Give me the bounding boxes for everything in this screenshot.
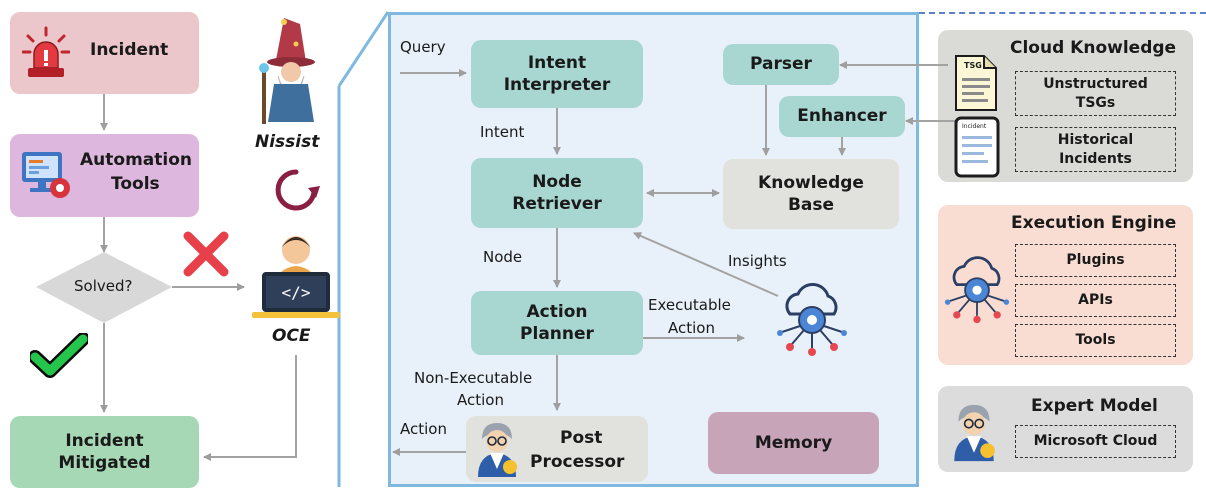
- cross-mark-icon: [182, 230, 230, 278]
- apis-label: APIs: [1078, 292, 1113, 309]
- plugins-item[interactable]: Plugins: [1015, 244, 1176, 277]
- unstructured-line1: Unstructured: [1043, 76, 1148, 93]
- microsoft-cloud-label: Microsoft Cloud: [1033, 433, 1158, 450]
- historical-incidents-item[interactable]: Historical Incidents: [1015, 127, 1176, 172]
- solved-decision[interactable]: [36, 252, 172, 323]
- insights-label: Insights: [728, 252, 787, 270]
- cycle-arrow-icon: [272, 166, 322, 214]
- oce-label: OCE: [272, 326, 311, 346]
- historical-line2: Incidents: [1059, 150, 1132, 167]
- plugins-label: Plugins: [1066, 252, 1125, 269]
- svg-text:</>: </>: [282, 283, 311, 302]
- parser-label: Parser: [750, 54, 812, 75]
- non-executable-line2: Action: [457, 391, 504, 409]
- expert-model-avatar-icon: [948, 398, 1000, 468]
- incident-document-icon: Incident: [954, 116, 1000, 178]
- node-retriever-line2: Retriever: [512, 194, 602, 214]
- enhancer-label: Enhancer: [797, 106, 887, 127]
- action-output-label: Action: [400, 420, 447, 438]
- post-processor-line1: Post: [560, 428, 603, 448]
- mitigated-label-line2: Mitigated: [58, 453, 151, 473]
- enhancer-box[interactable]: Enhancer: [779, 96, 905, 137]
- node-label: Node: [483, 248, 523, 266]
- wizard-icon: [254, 14, 326, 126]
- tsg-doc-label: TSG: [964, 61, 982, 70]
- incident-mitigated-box[interactable]: Incident Mitigated: [10, 416, 199, 488]
- knowledge-base-box[interactable]: Knowledge Base: [723, 159, 899, 229]
- incident-label: Incident: [90, 40, 169, 60]
- knowledge-base-line2: Base: [787, 195, 835, 215]
- unstructured-tsgs-item[interactable]: Unstructured TSGs: [1015, 71, 1176, 116]
- intent-interpreter-box[interactable]: Intent Interpreter: [471, 40, 643, 108]
- historical-line1: Historical: [1057, 132, 1134, 149]
- execution-engine-title: Execution Engine: [1011, 213, 1177, 233]
- automation-label-line2: Tools: [111, 174, 160, 194]
- knowledge-base-line1: Knowledge: [758, 172, 864, 193]
- engineer-laptop-icon: </>: [248, 232, 344, 320]
- memory-label: Memory: [754, 432, 833, 453]
- action-planner-line1: Action: [526, 301, 588, 322]
- incident-doc-label: Incident: [962, 123, 987, 130]
- engine-cloud-gear-icon: [944, 252, 1010, 332]
- expert-avatar-icon: [472, 421, 522, 479]
- solved-label: Solved?: [74, 277, 133, 295]
- action-planner-line2: Planner: [520, 324, 594, 344]
- document-icon: TSG: [952, 54, 998, 112]
- tools-item[interactable]: Tools: [1015, 324, 1176, 357]
- automation-label-line1: Automation: [80, 150, 192, 170]
- node-retriever-box[interactable]: Node Retriever: [471, 158, 643, 228]
- apis-item[interactable]: APIs: [1015, 284, 1176, 317]
- node-retriever-line1: Node: [532, 171, 582, 192]
- microsoft-cloud-item[interactable]: Microsoft Cloud: [1015, 425, 1176, 458]
- cloud-gear-icon: [776, 280, 848, 364]
- non-executable-line1: Non-Executable: [414, 369, 533, 387]
- cloud-knowledge-title: Cloud Knowledge: [1010, 38, 1177, 58]
- executable-line1: Executable: [648, 296, 731, 314]
- tools-label: Tools: [1075, 332, 1116, 349]
- unstructured-line2: TSGs: [1075, 94, 1116, 111]
- post-processor-line2: Processor: [530, 452, 625, 472]
- intent-label: Intent: [480, 123, 525, 141]
- alarm-icon: [21, 26, 71, 80]
- intent-interpreter-line1: Intent: [527, 52, 587, 73]
- query-label: Query: [400, 38, 446, 56]
- intent-interpreter-line2: Interpreter: [503, 75, 611, 95]
- check-mark-icon: [28, 332, 90, 379]
- action-planner-box[interactable]: Action Planner: [471, 291, 643, 355]
- nissist-label: Nissist: [255, 132, 320, 152]
- right-top-dashed-border: [919, 12, 1206, 14]
- parser-box[interactable]: Parser: [723, 44, 839, 85]
- automation-monitor-icon: [20, 148, 72, 202]
- memory-box[interactable]: Memory: [708, 412, 879, 474]
- executable-line2: Action: [668, 319, 715, 337]
- expert-model-title: Expert Model: [1031, 396, 1158, 416]
- mitigated-label-line1: Incident: [65, 430, 144, 451]
